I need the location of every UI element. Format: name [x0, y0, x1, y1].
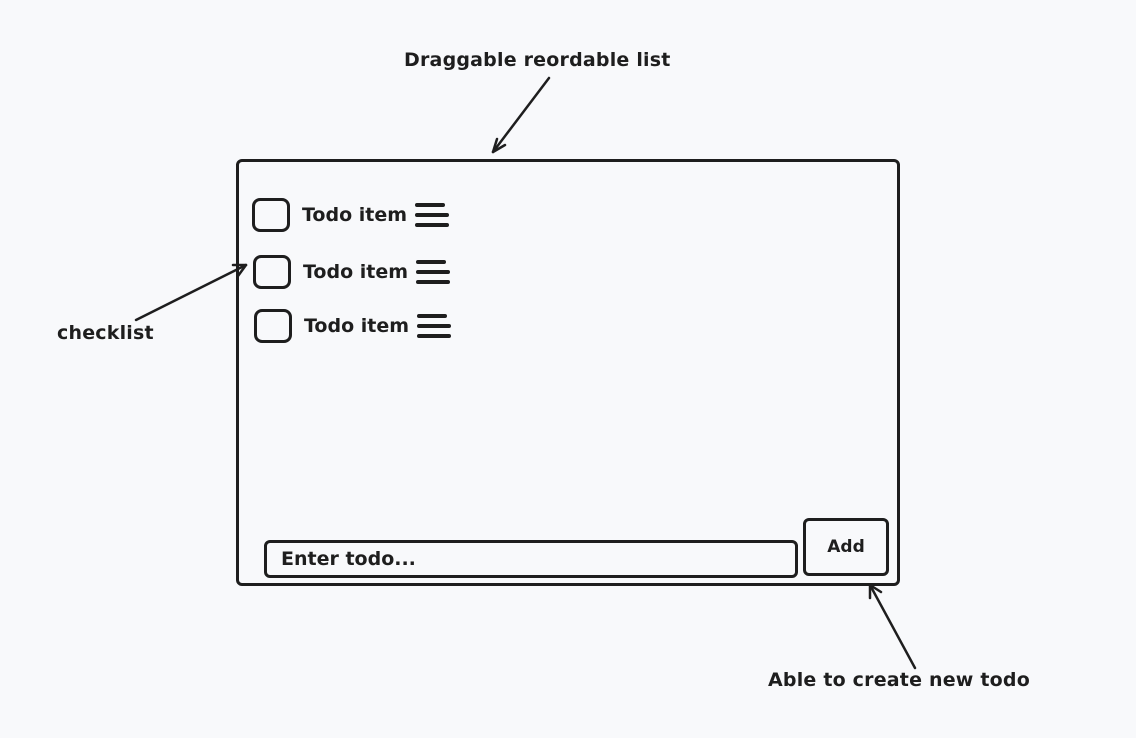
drag-handle-icon[interactable]: [415, 201, 451, 229]
todo-checkbox[interactable]: [254, 309, 292, 343]
todo-item-label: Todo item: [302, 204, 408, 226]
create-todo-annotation: Able to create new todo: [768, 669, 1030, 691]
todo-list-item[interactable]: Todo item: [254, 309, 453, 343]
todo-item-label: Todo item: [303, 261, 409, 283]
new-todo-input[interactable]: [264, 540, 798, 578]
todo-checkbox[interactable]: [253, 255, 291, 289]
todo-app-frame: [236, 159, 900, 586]
arrow-icon: [134, 263, 248, 322]
todo-list-item[interactable]: Todo item: [252, 198, 451, 232]
drag-handle-icon[interactable]: [416, 258, 452, 286]
list-annotation: Draggable reordable list: [404, 49, 671, 71]
todo-list-item[interactable]: Todo item: [253, 255, 452, 289]
drag-handle-icon[interactable]: [417, 312, 453, 340]
arrow-icon: [491, 76, 551, 154]
add-todo-button[interactable]: Add: [803, 518, 889, 576]
todo-item-label: Todo item: [304, 315, 410, 337]
arrow-icon: [868, 583, 917, 670]
todo-checkbox[interactable]: [252, 198, 290, 232]
checklist-annotation: checklist: [57, 322, 154, 344]
